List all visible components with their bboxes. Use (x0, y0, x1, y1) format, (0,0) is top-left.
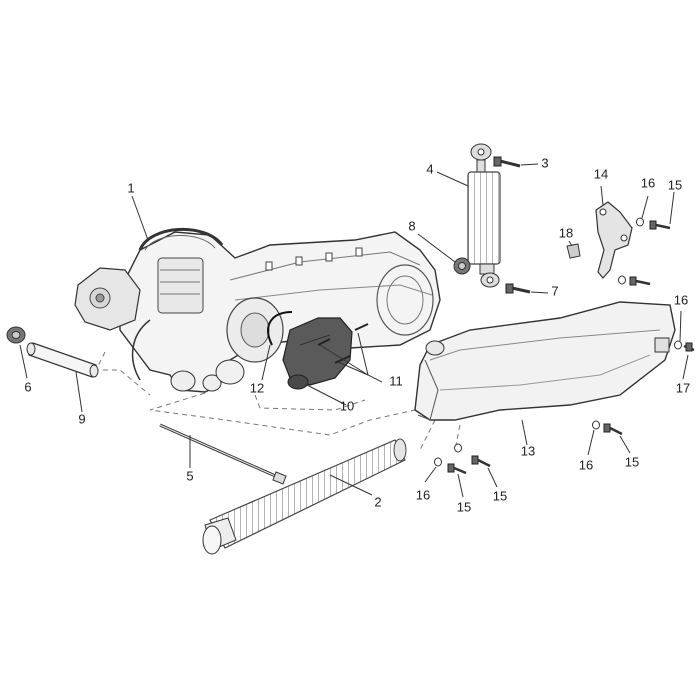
callout-11: 11 (389, 373, 403, 388)
bolts (447, 220, 695, 475)
engine-assembly (74, 227, 441, 393)
callout-9: 9 (78, 411, 85, 426)
shock-absorber (467, 143, 501, 288)
callout-15-bracket: 15 (668, 177, 682, 192)
callout-labels: 1 2 3 4 5 6 7 8 9 10 11 12 13 14 16 15 1… (24, 155, 690, 514)
gasket-ring (267, 311, 293, 346)
callout-5: 5 (186, 468, 193, 483)
callout-15-lower: 15 (625, 454, 639, 469)
long-bolt (159, 423, 287, 485)
callout-10: 10 (340, 398, 354, 413)
callout-16-front: 16 (416, 487, 430, 502)
clip (566, 243, 581, 259)
callout-17: 17 (676, 380, 690, 395)
flexible-duct (202, 438, 407, 555)
callout-14: 14 (594, 166, 608, 181)
callout-7: 7 (551, 283, 558, 298)
swing-arm-housing (414, 301, 676, 421)
callout-2: 2 (374, 494, 381, 509)
callout-1: 1 (127, 180, 134, 195)
callout-3: 3 (541, 155, 548, 170)
callout-12: 12 (250, 380, 264, 395)
washers (434, 217, 682, 467)
callout-8: 8 (408, 218, 415, 233)
callout-6: 6 (24, 379, 31, 394)
callout-18: 18 (559, 225, 573, 240)
callout-13: 13 (521, 443, 535, 458)
leader-lines (19, 163, 689, 498)
callout-16-lower: 16 (579, 457, 593, 472)
callout-16-rear: 16 (674, 292, 688, 307)
spacer-tube (26, 342, 99, 378)
callout-16-bracket: 16 (641, 175, 655, 190)
mounting-bracket (595, 201, 633, 279)
callout-15-front-b: 15 (493, 488, 507, 503)
shock-upper-bolt (493, 156, 521, 168)
cover-plate (282, 317, 353, 390)
shock-lower-bolt (505, 283, 531, 294)
callout-15-front-a: 15 (457, 499, 471, 514)
callout-4: 4 (426, 161, 433, 176)
